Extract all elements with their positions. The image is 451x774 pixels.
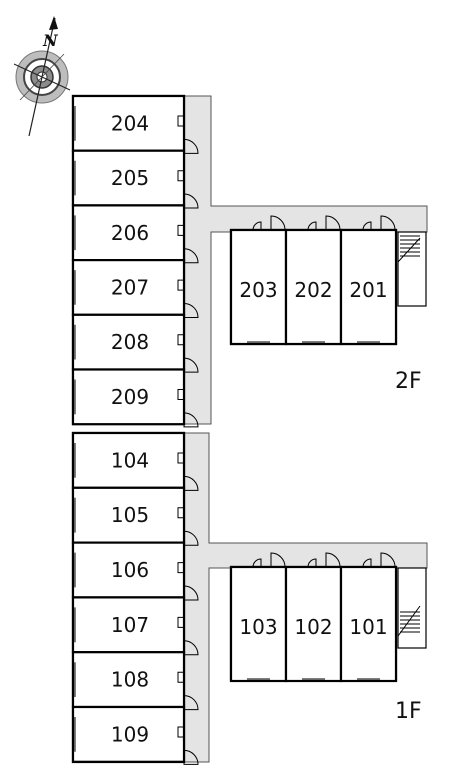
room-number-label: 101	[349, 615, 387, 639]
floor-1f: 104 105 106 107 108 109 103 102 101 1F	[71, 431, 428, 765]
room-203: 203	[229, 215, 288, 346]
room-number-label: 102	[294, 615, 332, 639]
room-number-label: 207	[111, 275, 149, 299]
room-204: 204	[71, 94, 199, 154]
room-number-label: 107	[111, 613, 149, 637]
floor-label-2f: 2F	[395, 369, 422, 394]
corridor-1f	[183, 432, 428, 763]
room-103: 103	[229, 552, 288, 683]
room-102: 102	[284, 552, 343, 683]
room-number-label: 104	[111, 448, 149, 472]
stairs-1f	[397, 567, 427, 649]
room-208: 208	[71, 313, 199, 373]
right-rooms-2f: 203 202 201	[229, 215, 398, 346]
room-205: 205	[71, 149, 199, 209]
room-101: 101	[339, 552, 398, 683]
room-201: 201	[339, 215, 398, 346]
room-number-label: 203	[239, 278, 277, 302]
room-108: 108	[71, 651, 199, 711]
room-206: 206	[71, 204, 199, 264]
room-202: 202	[284, 215, 343, 346]
room-109: 109	[71, 705, 199, 765]
stairs-2f	[397, 231, 427, 307]
room-number-label: 208	[111, 330, 149, 354]
compass-icon: N	[13, 16, 71, 137]
left-rooms-1f: 104 105 106 107 108 109	[71, 431, 199, 765]
room-number-label: 109	[111, 722, 149, 746]
room-number-label: 103	[239, 615, 277, 639]
room-number-label: 105	[111, 503, 149, 527]
room-104: 104	[71, 431, 199, 491]
room-number-label: 201	[349, 278, 387, 302]
room-number-label: 202	[294, 278, 332, 302]
room-207: 207	[71, 259, 199, 318]
room-number-label: 204	[111, 111, 149, 135]
room-number-label: 106	[111, 558, 149, 582]
floor-label-1f: 1F	[395, 699, 422, 724]
room-number-label: 206	[111, 221, 149, 245]
right-rooms-1f: 103 102 101	[229, 552, 398, 683]
room-107: 107	[71, 596, 199, 656]
corridor-2f	[183, 95, 428, 425]
room-number-label: 209	[111, 385, 149, 409]
room-number-label: 108	[111, 668, 149, 692]
room-105: 105	[71, 486, 199, 546]
compass-north-label: N	[42, 31, 59, 50]
room-106: 106	[71, 541, 199, 601]
floor-2f: 204 205 206 207 208 209 203 202 201 2F	[71, 94, 428, 428]
left-rooms-2f: 204 205 206 207 208 209	[71, 94, 199, 428]
room-number-label: 205	[111, 166, 149, 190]
room-209: 209	[71, 368, 199, 428]
